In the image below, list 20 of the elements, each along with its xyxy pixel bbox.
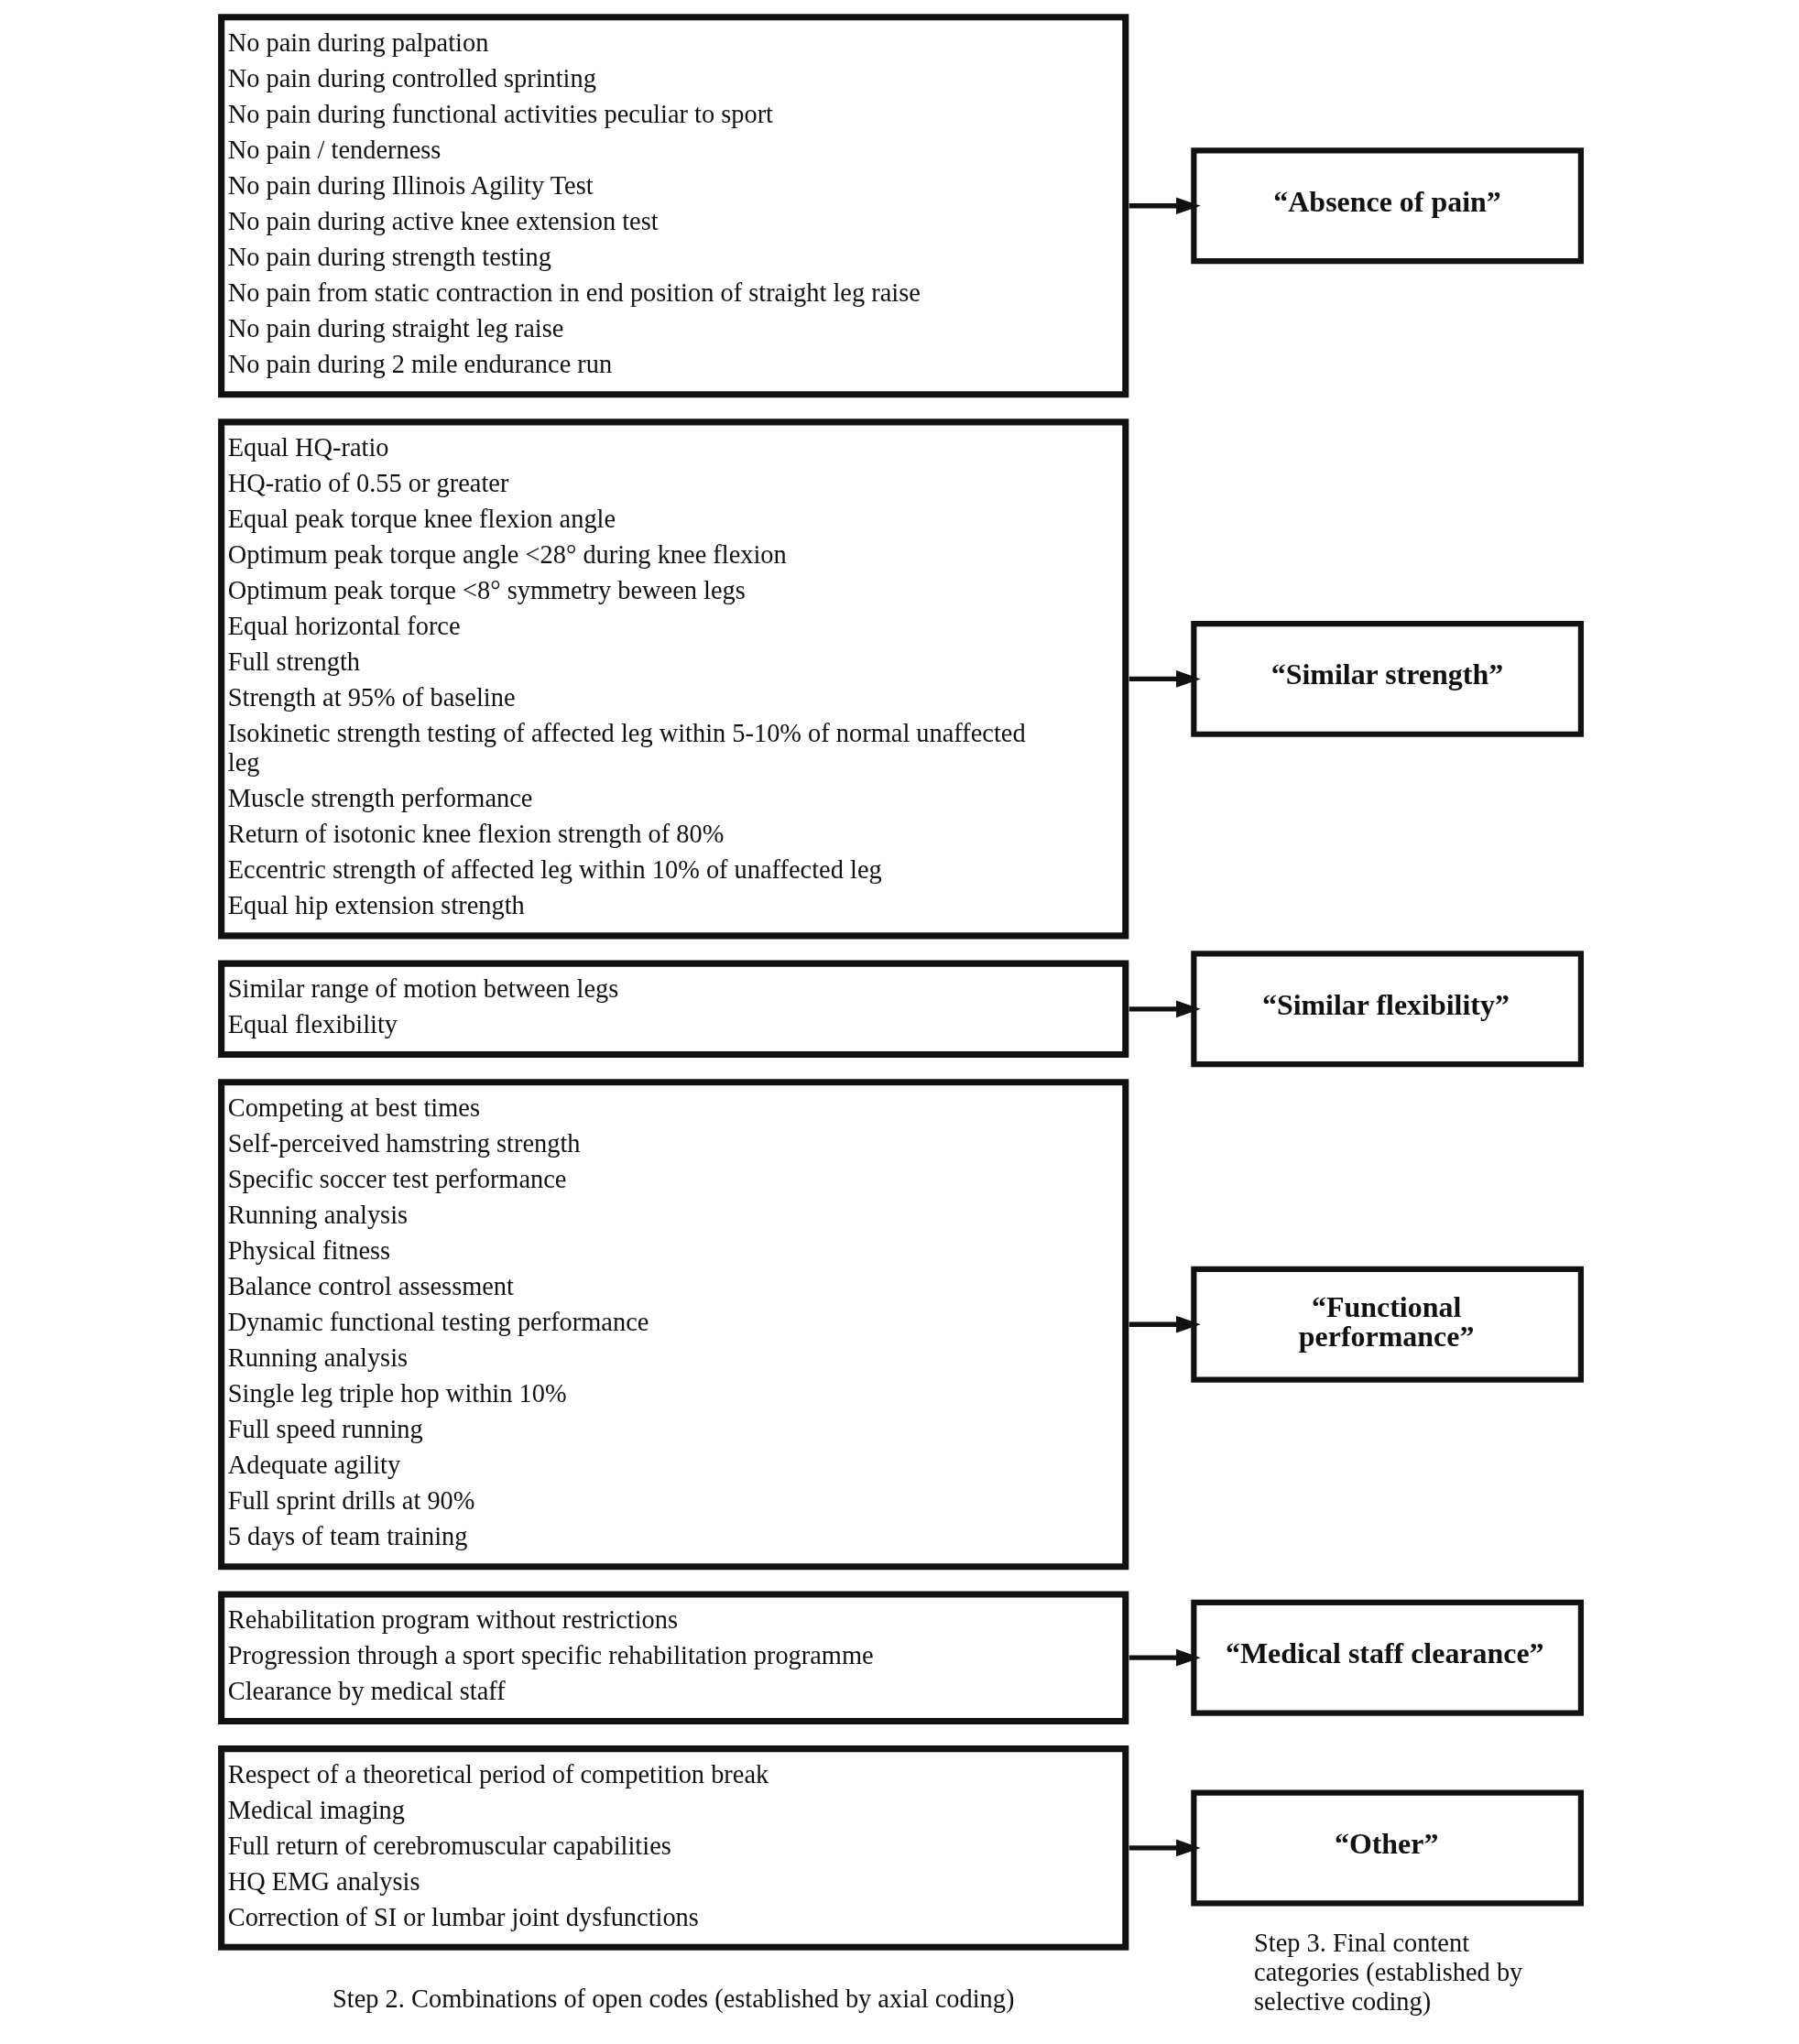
node-box: “Other”	[1191, 1789, 1584, 1907]
node-box: Competing at best times Self-perceived hamstring strength Specific soccer test performance Running analysis Physical fitness Balance control assessment Dynamic functional testing performance Running analysis Single leg triple hop within 10% Full speed running Adequate agility Full sprint drills at 90% 5 days of team training	[218, 1079, 1129, 1571]
node-box: “Similar flexibility”	[1191, 951, 1584, 1068]
arrow	[1128, 670, 1201, 688]
node-box: “Functional performance”	[1191, 1266, 1584, 1383]
node-box: Similar range of motion between legs Equal flexibility	[218, 960, 1129, 1059]
node-box: Respect of a theoretical period of competition break Medical imaging Full return of cerebromuscular capabilities HQ EMG analysis Correction of SI or lumbar joint dysfunctions	[218, 1745, 1129, 1951]
label: Step 2. Combinations of open codes (established by axial coding)	[333, 1984, 1015, 2013]
node-box: Equal HQ-ratio HQ-ratio of 0.55 or greater Equal peak torque knee flexion angle Optimum peak torque angle <28° during knee flexion Optimum peak torque <8° symmetry beween legs Equal horizontal force Full strength Strength at 95% of baseline Isokinetic strength testing of affected leg within 5-10% of normal unaffected leg Muscle strength performance Return of isotonic knee flexion strength of 80% Eccentric strength of affected leg within 10% of unaffected leg Equal hip extension strength	[218, 419, 1129, 940]
node-box: “Medical staff clearance”	[1191, 1599, 1584, 1716]
node-box: “Similar strength”	[1191, 620, 1584, 737]
arrow	[1128, 197, 1201, 215]
arrow	[1128, 1839, 1201, 1857]
node-box: Rehabilitation program without restrictions Progression through a sport specific rehabilitation programme Clearance by medical staff	[218, 1591, 1129, 1724]
node-box: “Absence of pain”	[1191, 147, 1584, 265]
arrow	[1128, 1315, 1201, 1333]
arrow	[1128, 1648, 1201, 1667]
node-box: No pain during palpation No pain during controlled sprinting No pain during functional activities peculiar to sport No pain / tenderness No pain during Illinois Agility Test No pain during active knee extension test No pain during strength testing No pain from static contraction in end position of straight leg raise No pain during straight leg raise No pain during 2 mile endurance run	[218, 14, 1129, 398]
arrow	[1128, 1000, 1201, 1018]
label: Step 3. Final content categories (established by selective coding)	[1254, 1929, 1523, 2017]
